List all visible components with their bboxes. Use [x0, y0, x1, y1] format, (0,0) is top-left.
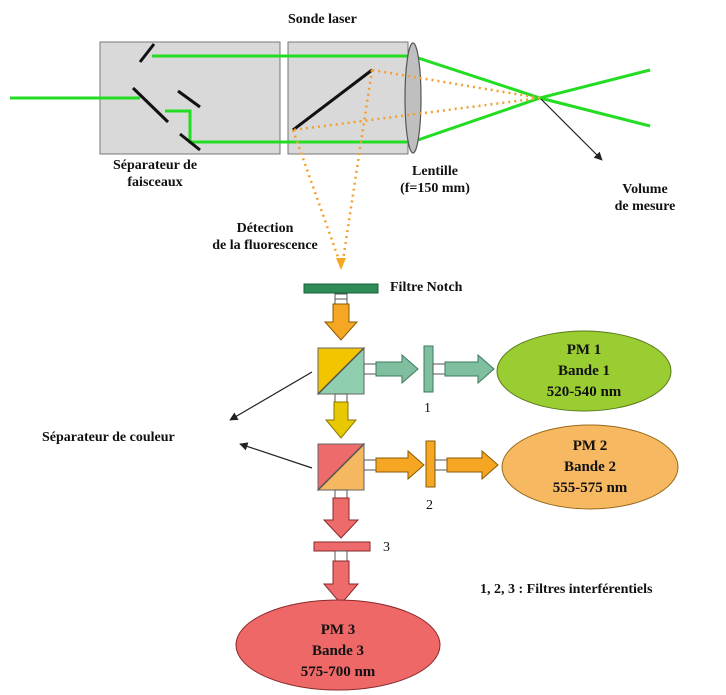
label-sonde-laser: Sonde laser [288, 12, 357, 27]
interference-filter-3 [313, 541, 371, 552]
volume-pointer [540, 98, 603, 161]
label-filter-3: 3 [383, 540, 390, 555]
arrow-splitter2-out [363, 449, 425, 481]
label-detection-line1: Détection [236, 221, 294, 236]
pm2-range: 555-575 nm [552, 480, 628, 496]
label-separateur-line2: faisceaux [127, 175, 183, 190]
label-lentille-line1: Lentille [412, 164, 458, 179]
label-volume-line1: Volume [622, 182, 668, 197]
arrow-filter3-to-pm3 [322, 550, 360, 605]
label-detection: Détection de la fluorescence [190, 220, 340, 254]
label-separateur-faisceaux: Séparateur de faisceaux [80, 157, 230, 191]
separator-pointer-1 [229, 371, 313, 421]
separator-pointer-2 [239, 442, 313, 469]
label-lentille: Lentille (f=150 mm) [375, 163, 495, 197]
pm1-range: 520-540 nm [546, 384, 622, 400]
pm2-name: PM 2 [572, 438, 608, 454]
label-volume-line2: de mesure [614, 199, 676, 214]
label-filter-2: 2 [426, 498, 433, 513]
arrow-splitter1-down [324, 393, 358, 439]
pm1-band: Bande 1 [557, 363, 611, 379]
pm1-detector [496, 330, 672, 412]
arrow-splitter2-down [322, 489, 360, 539]
pm2-detector [501, 424, 679, 510]
pm3-detector [235, 599, 441, 691]
arrow-splitter1-out [363, 353, 419, 385]
label-filter-1: 1 [424, 401, 431, 416]
mirrors [131, 43, 373, 152]
color-splitter-1 [316, 346, 366, 396]
arrow-filter2-to-pm2 [434, 449, 499, 481]
label-volume-mesure: Volume de mesure [595, 181, 695, 215]
notch-filter [303, 283, 379, 294]
pm1-text: PM 1 Bande 1 520-540 nm [504, 340, 664, 403]
color-splitter-2 [316, 442, 366, 492]
pm3-range: 575-700 nm [300, 664, 376, 680]
lens [404, 42, 422, 154]
pm1-name: PM 1 [566, 342, 602, 358]
pm3-band: Bande 3 [311, 643, 365, 659]
label-separateur-couleur: Séparateur de couleur [42, 430, 175, 445]
label-detection-line2: de la fluorescence [212, 238, 318, 253]
interference-filter-2 [425, 440, 436, 488]
arrow-notch-to-splitter [323, 293, 359, 341]
pm2-text: PM 2 Bande 2 555-575 nm [510, 436, 670, 499]
pm3-name: PM 3 [320, 622, 356, 638]
laser-beams [10, 54, 651, 144]
label-filtre-notch: Filtre Notch [390, 280, 463, 295]
label-lentille-line2: (f=150 mm) [400, 181, 470, 196]
label-separateur-line1: Séparateur de [112, 158, 198, 173]
label-filtres-interferentiels: 1, 2, 3 : Filtres interférentiels [480, 582, 653, 597]
arrow-filter1-to-pm1 [432, 353, 495, 385]
fluorescence-rays [291, 68, 541, 261]
pm3-text: PM 3 Bande 3 575-700 nm [258, 620, 418, 683]
laser-probe-box [287, 41, 409, 155]
fluorescence-arrow [336, 258, 346, 270]
pm2-band: Bande 2 [563, 459, 617, 475]
interference-filter-1 [423, 345, 434, 393]
